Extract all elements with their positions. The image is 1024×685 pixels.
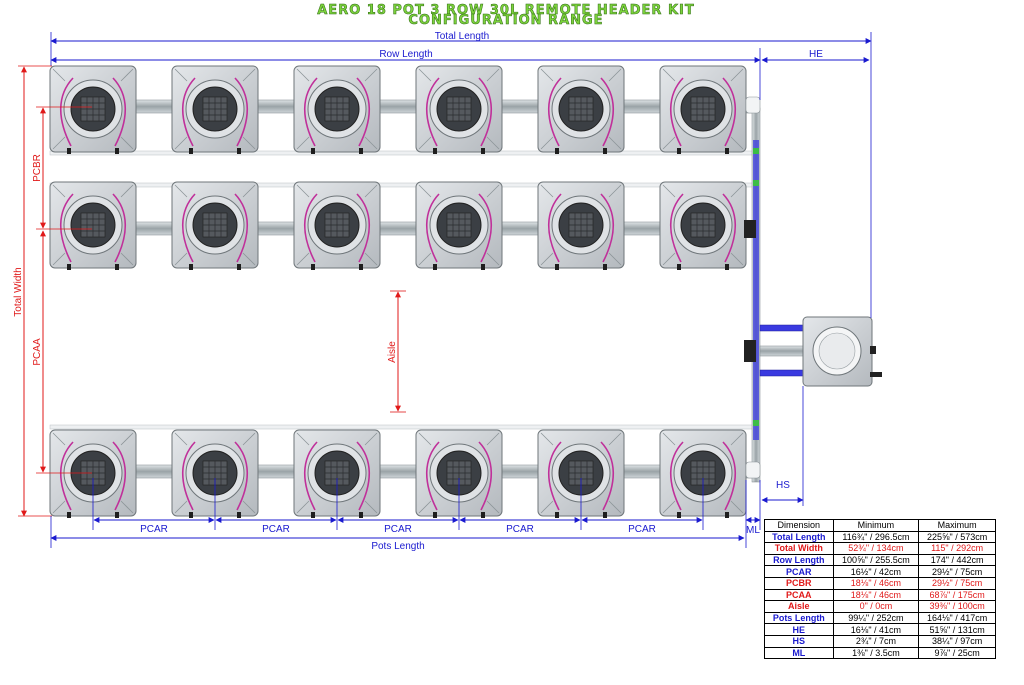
pcar-label: PCAR bbox=[506, 524, 534, 535]
table-cell-dimension: PCAA bbox=[764, 588, 834, 602]
pot bbox=[415, 181, 503, 270]
pot bbox=[537, 65, 625, 154]
table-cell-dimension: PCBR bbox=[764, 576, 834, 590]
table-cell-maximum: 29½" / 75cm bbox=[918, 576, 996, 590]
table-cell-minimum: 100⅝" / 255.5cm bbox=[832, 553, 920, 567]
pot bbox=[171, 181, 259, 270]
table-header-minimum: Minimum bbox=[832, 519, 920, 532]
table-cell-dimension: HS bbox=[764, 634, 834, 648]
table-cell-maximum: 174" / 442cm bbox=[918, 553, 996, 567]
table-cell-minimum: 52¾" / 134cm bbox=[832, 542, 920, 555]
table-cell-minimum: 2¾" / 7cm bbox=[832, 634, 920, 648]
pcar-label: PCAR bbox=[628, 524, 656, 535]
table-cell-maximum: 225⅝" / 573cm bbox=[918, 530, 996, 544]
pot bbox=[293, 65, 381, 154]
he-label: HE bbox=[809, 49, 823, 60]
table-cell-minimum: 16⅛" / 41cm bbox=[832, 623, 920, 636]
pot bbox=[171, 429, 259, 518]
remote-header-tank bbox=[802, 316, 882, 387]
table-cell-dimension: Total Length bbox=[764, 530, 834, 544]
table-cell-minimum: 99¼" / 252cm bbox=[832, 611, 920, 625]
table-cell-minimum: 18⅛" / 46cm bbox=[832, 588, 920, 602]
table-cell-maximum: 29½" / 75cm bbox=[918, 565, 996, 578]
pots-length-label: Pots Length bbox=[371, 541, 424, 552]
pot bbox=[659, 181, 747, 270]
pcaa-label: PCAA bbox=[32, 338, 43, 366]
table-cell-maximum: 68⅞" / 175cm bbox=[918, 588, 996, 602]
table-cell-maximum: 51⅝" / 131cm bbox=[918, 623, 996, 636]
table-cell-maximum: 9⅞" / 25cm bbox=[918, 646, 996, 660]
table-cell-dimension: Row Length bbox=[764, 553, 834, 567]
pcar-label: PCAR bbox=[140, 524, 168, 535]
pcbr-label: PCBR bbox=[32, 154, 43, 182]
table-cell-minimum: 0" / 0cm bbox=[832, 600, 920, 613]
table-header-dimension: Dimension bbox=[764, 519, 834, 532]
table-cell-maximum: 39⅜" / 100cm bbox=[918, 600, 996, 613]
pot bbox=[293, 429, 381, 518]
table-cell-dimension: Aisle bbox=[764, 600, 834, 613]
total-length-label: Total Length bbox=[435, 31, 490, 42]
row-length-label: Row Length bbox=[379, 49, 432, 60]
table-cell-dimension: PCAR bbox=[764, 565, 834, 578]
table-cell-minimum: 116¾" / 296.5cm bbox=[832, 530, 920, 544]
remote-header-manifold bbox=[744, 96, 809, 483]
pots-grid bbox=[49, 65, 747, 518]
table-cell-maximum: 38¼" / 97cm bbox=[918, 634, 996, 648]
table-cell-minimum: 1⅜" / 3.5cm bbox=[832, 646, 920, 660]
pot bbox=[537, 429, 625, 518]
hs-label: HS bbox=[776, 480, 790, 491]
pcar-label: PCAR bbox=[262, 524, 290, 535]
table-header-maximum: Maximum bbox=[918, 519, 996, 532]
dimension-lines: Total Length Row Length HE Total Width P… bbox=[13, 31, 872, 552]
pot bbox=[659, 429, 747, 518]
table-cell-minimum: 16½" / 42cm bbox=[832, 565, 920, 578]
pot bbox=[293, 181, 381, 270]
table-cell-minimum: 18⅛" / 46cm bbox=[832, 576, 920, 590]
table-cell-dimension: ML bbox=[764, 646, 834, 660]
table-cell-maximum: 164⅛" / 417cm bbox=[918, 611, 996, 625]
aisle-label: Aisle bbox=[387, 341, 398, 363]
pcar-label: PCAR bbox=[384, 524, 412, 535]
pot bbox=[49, 429, 137, 518]
pot bbox=[49, 65, 137, 154]
table-cell-dimension: Pots Length bbox=[764, 611, 834, 625]
row-pipes bbox=[49, 99, 758, 479]
table-cell-dimension: Total Width bbox=[764, 542, 834, 555]
table-cell-dimension: HE bbox=[764, 623, 834, 636]
table-header-row: Dimension Minimum Maximum bbox=[764, 519, 996, 532]
table-cell-maximum: 115" / 292cm bbox=[918, 542, 996, 555]
pot bbox=[537, 181, 625, 270]
pot bbox=[415, 65, 503, 154]
title-line-1: AERO 18 POT 3 ROW 30L REMOTE HEADER KIT bbox=[317, 3, 694, 18]
pot bbox=[171, 65, 259, 154]
pot bbox=[49, 181, 137, 270]
pot bbox=[659, 65, 747, 154]
ml-label: ML bbox=[746, 525, 760, 536]
title-line-2: CONFIGURATION RANGE bbox=[408, 13, 603, 28]
total-width-label: Total Width bbox=[13, 267, 24, 316]
